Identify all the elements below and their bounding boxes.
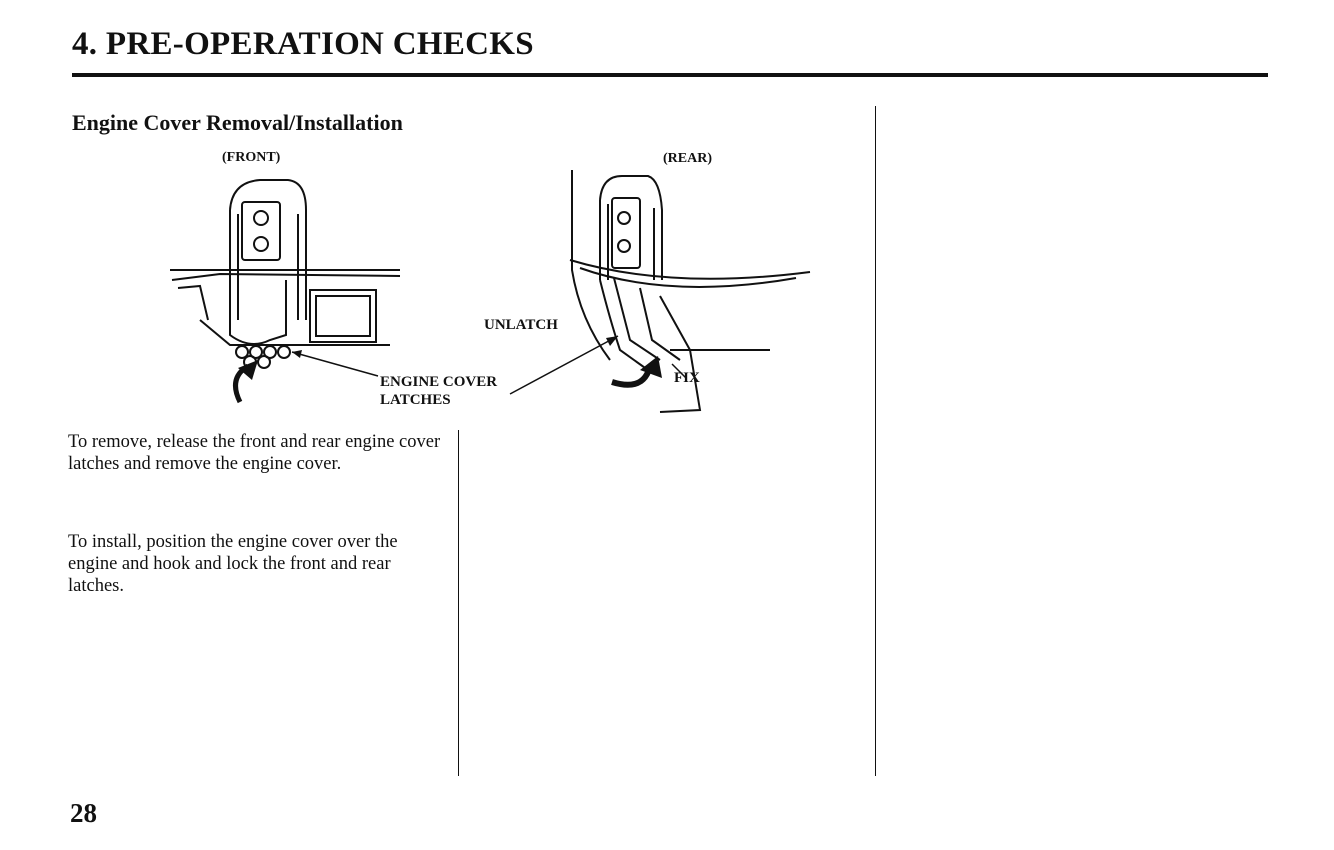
front-label: (FRONT) bbox=[222, 150, 280, 166]
callout-latches: LATCHES bbox=[380, 392, 451, 409]
chapter-title: 4. PRE-OPERATION CHECKS bbox=[72, 26, 534, 63]
page-number: 28 bbox=[70, 798, 97, 829]
callout-engine-cover: ENGINE COVER bbox=[380, 374, 497, 391]
section-heading: Engine Cover Removal/Installation bbox=[72, 110, 403, 136]
callout-fix: FIX bbox=[674, 370, 700, 387]
callout-unlatch: UNLATCH bbox=[484, 317, 558, 334]
paragraph-install: To install, position the engine cover ov… bbox=[68, 531, 448, 597]
title-rule bbox=[72, 73, 1268, 77]
paragraph-remove: To remove, release the front and rear en… bbox=[68, 431, 448, 475]
column-rule-middle bbox=[458, 430, 459, 776]
rear-label: (REAR) bbox=[663, 151, 712, 167]
rear-latch-illustration bbox=[520, 160, 820, 430]
column-rule-right bbox=[875, 106, 876, 776]
